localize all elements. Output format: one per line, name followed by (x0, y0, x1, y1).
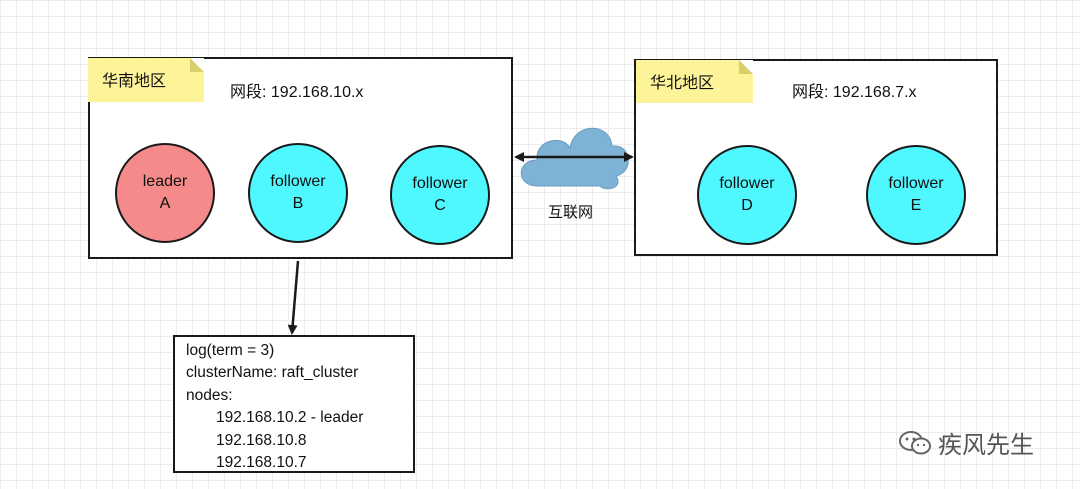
node-d-id: D (741, 197, 753, 214)
cloud-icon (520, 127, 629, 190)
node-a: leader A (115, 143, 215, 243)
node-e-id: E (910, 197, 922, 214)
watermark-text: 疾风先生 (938, 432, 1034, 459)
node-d: follower D (697, 145, 797, 245)
node-b-role: follower (270, 173, 326, 190)
watermark: 疾风先生 (898, 425, 1034, 460)
south-region-label: 华南地区 (88, 58, 204, 102)
internet-label: 互联网 (548, 204, 594, 221)
node-c-role: follower (412, 175, 468, 192)
node-c: follower C (390, 145, 490, 245)
node-a-id: A (159, 195, 171, 212)
node-e: follower E (866, 145, 966, 245)
log-link-arrow (287, 260, 300, 335)
node-a-role: leader (142, 173, 188, 190)
wechat-icon (899, 430, 931, 454)
node-b: follower B (248, 143, 348, 243)
log-cluster-line: clusterName: raft_cluster (186, 364, 359, 382)
log-entry: 192.168.10.8 (216, 431, 307, 449)
log-entry: 192.168.10.7 (216, 454, 307, 472)
node-c-id: C (434, 197, 446, 214)
north-region-segment: 网段: 192.168.7.x (792, 84, 917, 101)
log-nodes-header: nodes: (186, 386, 233, 404)
log-entry: 192.168.10.2 - leader (216, 409, 364, 427)
south-region-segment: 网段: 192.168.10.x (230, 84, 364, 101)
node-e-role: follower (888, 175, 944, 192)
north-region-label: 华北地区 (636, 60, 753, 103)
log-box: log(term = 3) clusterName: raft_cluster … (173, 335, 415, 473)
node-b-id: B (292, 195, 304, 212)
node-d-role: follower (719, 175, 775, 192)
log-term-line: log(term = 3) (186, 342, 275, 359)
